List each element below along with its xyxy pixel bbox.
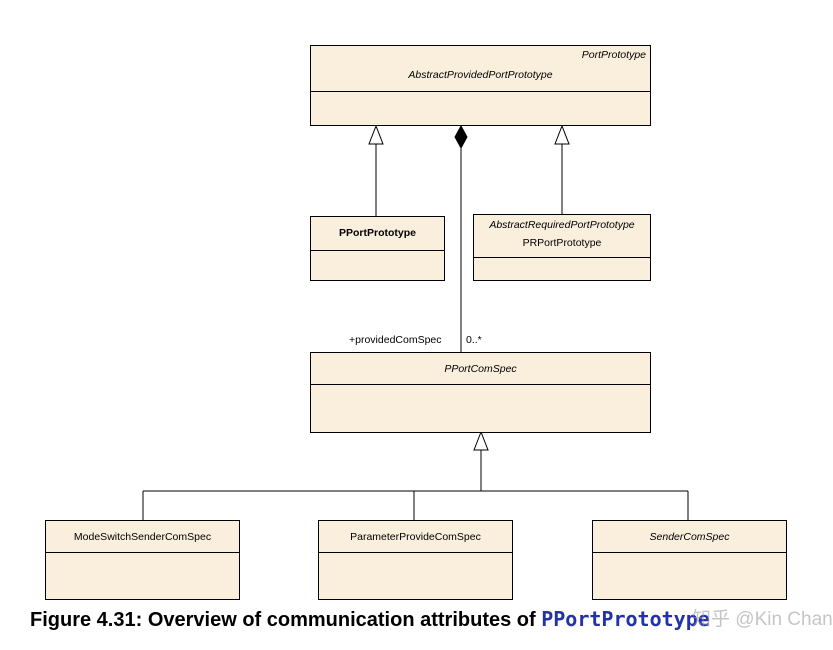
class-sender-comspec[interactable]: SenderComSpec: [592, 520, 787, 600]
diagram-connectors: [142, 124, 689, 520]
class-pport-comspec[interactable]: PPortComSpec: [310, 352, 651, 433]
class-prport-prototype[interactable]: AbstractRequiredPortPrototype PRPortProt…: [473, 214, 651, 281]
generalization-arrow-prport: [554, 124, 570, 145]
composition-diamond: [454, 124, 468, 150]
class-name: AbstractProvidedPortPrototype: [408, 69, 553, 81]
class-abstract-provided-port-prototype[interactable]: PortPrototype AbstractProvidedPortProtot…: [310, 45, 651, 126]
association-multiplicity: 0..*: [466, 334, 482, 346]
class-stereotype: PortPrototype: [581, 49, 646, 61]
watermark: 知乎 @Kin Chan: [692, 609, 833, 630]
association-role: +providedComSpec: [349, 334, 442, 346]
class-parameter-provide-comspec[interactable]: ParameterProvideComSpec: [318, 520, 513, 600]
class-name: PPortComSpec: [444, 363, 517, 375]
class-name: SenderComSpec: [649, 531, 730, 543]
caption-text: Figure 4.31: Overview of communication a…: [30, 609, 542, 631]
class-name: PRPortPrototype: [522, 237, 602, 249]
class-name: ModeSwitchSenderComSpec: [73, 531, 212, 543]
class-mode-switch-sender-comspec[interactable]: ModeSwitchSenderComSpec: [45, 520, 240, 600]
generalization-arrow-comspec: [473, 430, 489, 451]
caption-code: PPortPrototype: [541, 607, 710, 631]
class-name: PPortPrototype: [338, 227, 416, 239]
class-name: ParameterProvideComSpec: [350, 531, 481, 543]
figure-caption: Figure 4.31: Overview of communication a…: [30, 607, 710, 632]
generalization-arrow-pport: [368, 124, 384, 145]
class-pport-prototype[interactable]: PPortPrototype: [310, 216, 445, 281]
class-stereotype: AbstractRequiredPortPrototype: [489, 219, 635, 231]
